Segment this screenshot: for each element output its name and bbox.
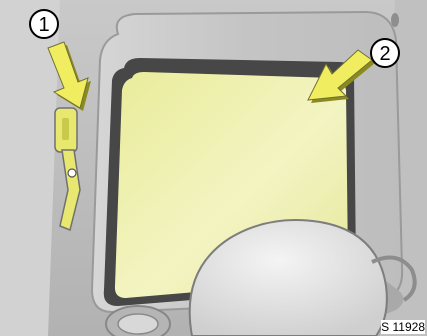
callout-2-number: 2 — [379, 43, 390, 65]
interior-light — [106, 306, 170, 336]
callout-1: 1 — [30, 10, 58, 38]
callout-2: 2 — [371, 39, 399, 67]
figure-reference-code: S 11928 — [381, 320, 425, 334]
callout-1-number: 1 — [38, 14, 49, 36]
